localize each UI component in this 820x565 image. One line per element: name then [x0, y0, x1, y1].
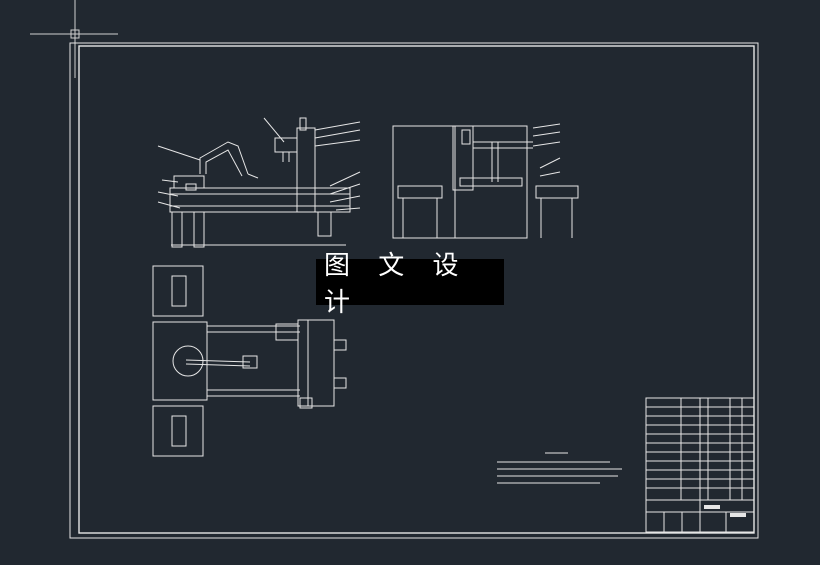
title-block [645, 397, 755, 533]
front-view [157, 117, 361, 248]
side-view [392, 123, 579, 239]
outer-border [69, 42, 759, 539]
top-view [152, 265, 347, 457]
technical-notes [497, 452, 622, 484]
crosshair-cursor [30, 0, 118, 78]
watermark-label: 图 文 设 计 [316, 251, 504, 318]
inner-border [78, 45, 755, 534]
